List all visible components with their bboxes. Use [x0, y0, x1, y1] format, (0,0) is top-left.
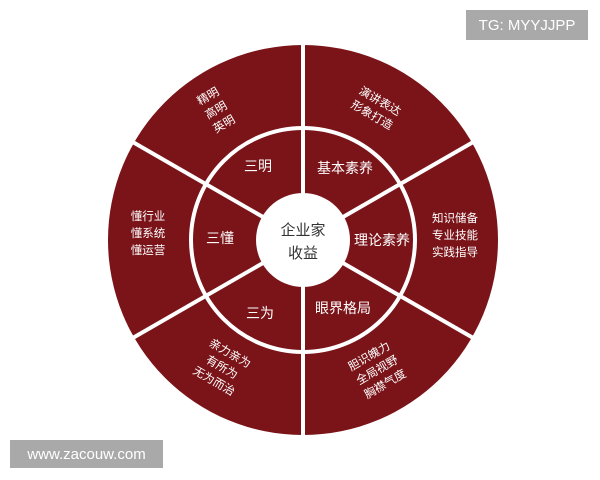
watermark-bottom-left: www.zacouw.com	[10, 440, 163, 468]
outer-item: 专业技能	[432, 228, 478, 242]
center-label-line2: 收益	[288, 244, 318, 262]
inner-label-sanwei: 三为	[246, 306, 274, 322]
divider-lines	[130, 40, 476, 440]
outer-group-sandong: 懂行业 懂系统 懂运营	[131, 209, 166, 257]
inner-ring-border	[189, 126, 417, 354]
outer-item: 懂运营	[131, 243, 166, 257]
center-label-line1: 企业家	[280, 221, 325, 239]
outer-item: 知识储备	[432, 211, 478, 225]
outer-group-lilun-suyang: 知识储备 专业技能 实践指导	[432, 211, 478, 259]
watermark-top-right: TG: MYYJJPP	[466, 10, 588, 40]
inner-label-yanjie-geju: 眼界格局	[315, 301, 371, 317]
center-circle	[256, 193, 350, 287]
inner-label-lilun-suyang: 理论素养	[354, 233, 410, 249]
outer-item: 实践指导	[432, 245, 478, 259]
inner-label-sandong: 三懂	[206, 231, 234, 247]
inner-label-sanming: 三明	[244, 159, 272, 175]
outer-item: 懂行业	[131, 209, 166, 223]
inner-label-jiben-suyang: 基本素养	[317, 160, 373, 177]
outer-item: 懂系统	[131, 226, 166, 240]
